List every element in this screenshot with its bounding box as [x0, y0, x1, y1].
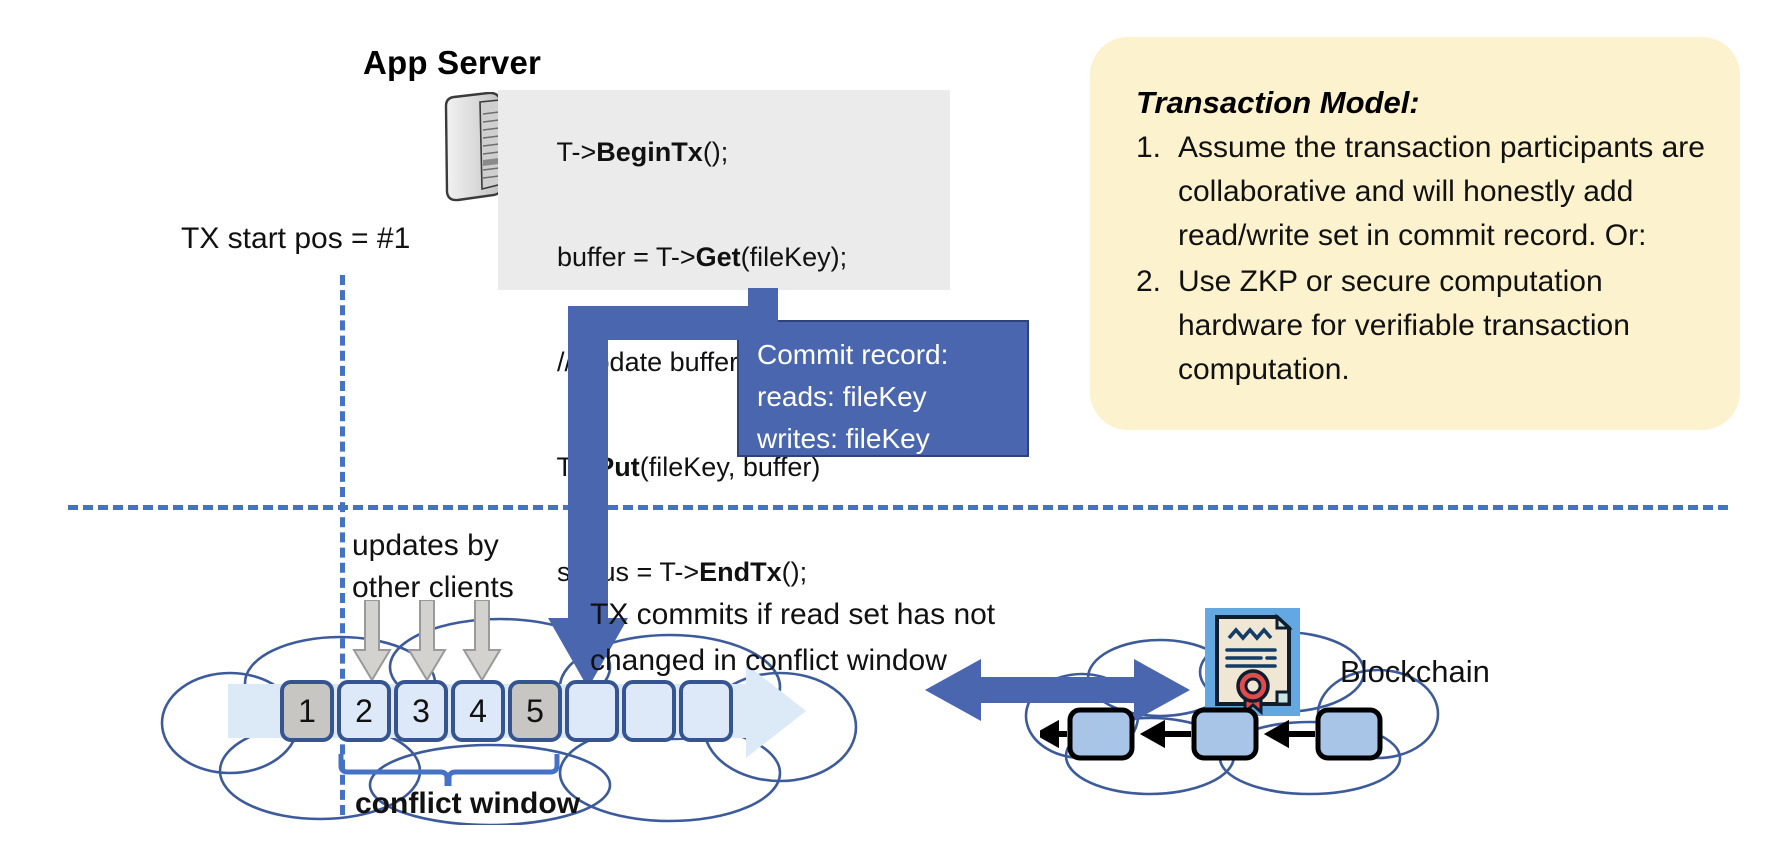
commit-condition-line-1: TX commits if read set has not — [590, 598, 996, 631]
updates-by-other-clients-label: updates by other clients — [352, 525, 514, 609]
code-line: T->BeginTx(); — [556, 137, 729, 167]
transaction-model-callout: Transaction Model: 1. Assume the transac… — [1090, 37, 1740, 430]
log-cell[interactable] — [565, 680, 619, 742]
list-text: Assume the transaction participants are … — [1178, 131, 1705, 252]
updates-line-1: updates by — [352, 529, 499, 562]
commit-condition-line-2: changed in conflict window — [590, 644, 947, 677]
update-arrow-1 — [352, 600, 392, 682]
commit-condition-label: TX commits if read set has not changed i… — [590, 592, 995, 684]
commit-record-writes: writes: fileKey — [757, 423, 930, 454]
conflict-window-brace — [338, 754, 560, 786]
code-line: buffer = T->Get(fileKey); — [557, 242, 848, 272]
commit-record-title: Commit record: — [757, 339, 949, 370]
list-text: Use ZKP or secure computation hardware f… — [1178, 265, 1630, 386]
tx-start-dashed-line — [340, 275, 345, 815]
conflict-window-label: conflict window — [355, 787, 580, 820]
server-tower-icon — [440, 91, 512, 202]
commit-record-box: Commit record: reads: fileKey writes: fi… — [737, 320, 1029, 457]
horizontal-dashed-divider — [68, 505, 1728, 510]
log-cell[interactable] — [622, 680, 676, 742]
commit-record-reads: reads: fileKey — [757, 381, 927, 412]
app-server-title: App Server — [363, 44, 542, 81]
transaction-model-title: Transaction Model: — [1136, 85, 1420, 120]
log-blockchain-sync-arrow — [925, 659, 1190, 721]
log-strip-arrowhead — [746, 664, 806, 758]
log-cell[interactable]: 4 — [451, 680, 505, 742]
update-arrow-3 — [462, 600, 502, 682]
log-cell[interactable] — [679, 680, 733, 742]
list-number: 2. — [1136, 265, 1162, 298]
updates-line-2: other clients — [352, 571, 514, 604]
transaction-model-item: 2. Use ZKP or secure computation hardwar… — [1136, 260, 1712, 392]
transaction-model-item: 1. Assume the transaction participants a… — [1136, 126, 1712, 258]
log-cell[interactable]: 5 — [508, 680, 562, 742]
commit-flow-arrow — [548, 288, 778, 688]
update-arrow-2 — [407, 600, 447, 682]
blockchain-node-chain — [1040, 707, 1383, 761]
tx-start-pos-label: TX start pos = #1 — [181, 222, 411, 255]
certificate-icon — [1205, 608, 1300, 716]
list-number: 1. — [1136, 131, 1162, 164]
log-cell[interactable]: 2 — [337, 680, 391, 742]
log-cell[interactable]: 1 — [280, 680, 334, 742]
blockchain-label: Blockchain — [1340, 654, 1490, 689]
log-cell[interactable]: 3 — [394, 680, 448, 742]
code-snippet-box: T->BeginTx(); buffer = T->Get(fileKey); … — [498, 90, 950, 587]
